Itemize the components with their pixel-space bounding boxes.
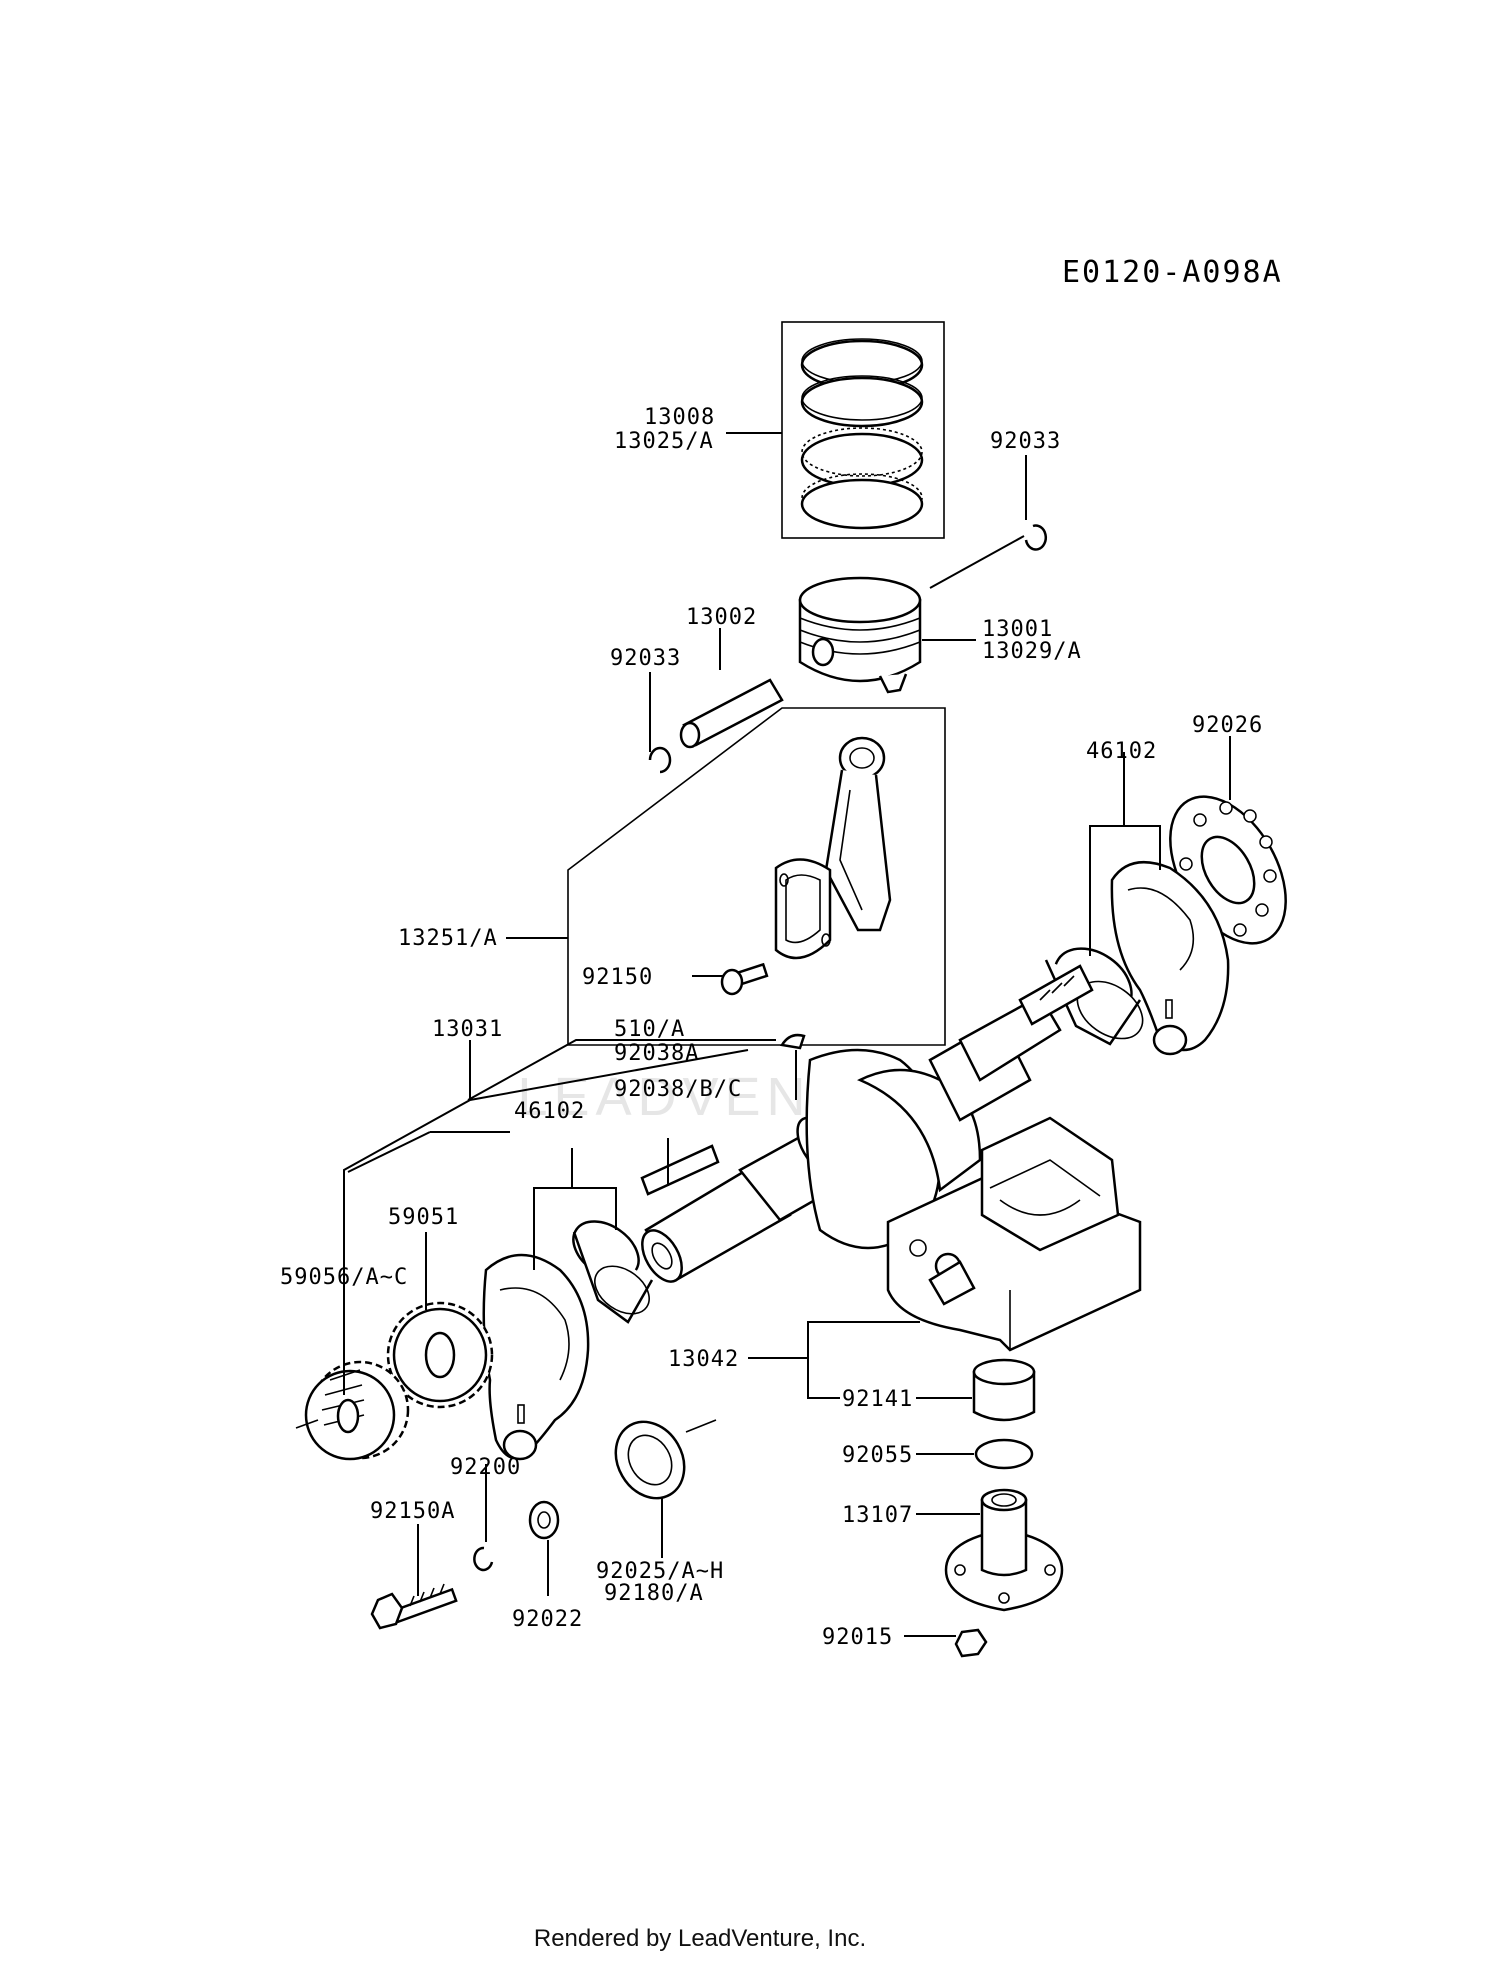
clip-92200[interactable]: [473, 1546, 494, 1572]
label-92038a[interactable]: 92038A: [614, 1041, 699, 1066]
label-13107[interactable]: 13107: [842, 1503, 913, 1528]
washer-92022[interactable]: [528, 1500, 560, 1540]
gear-59056[interactable]: [295, 1360, 410, 1461]
label-92141[interactable]: 92141: [842, 1387, 913, 1412]
nut-92015[interactable]: [954, 1628, 988, 1658]
label-92033-left[interactable]: 92033: [610, 646, 681, 671]
label-13025[interactable]: 13025/A: [614, 429, 714, 454]
bolt-92150a[interactable]: [370, 1583, 458, 1630]
label-13008[interactable]: 13008: [644, 405, 715, 430]
rod-bolt[interactable]: [720, 962, 769, 996]
label-92026[interactable]: 92026: [1192, 713, 1263, 738]
label-92033-top[interactable]: 92033: [990, 429, 1061, 454]
label-13031[interactable]: 13031: [432, 1017, 503, 1042]
bearing-cover-right[interactable]: [1110, 860, 1230, 1056]
gear-59051[interactable]: [386, 1301, 494, 1409]
piston-pin[interactable]: [679, 678, 784, 749]
label-46102-left[interactable]: 46102: [514, 1099, 585, 1124]
label-59056[interactable]: 59056/A~C: [280, 1265, 408, 1290]
part-labels: 13008 13025/A 92033 13002 13001 13029/A …: [280, 405, 1263, 1650]
mount-housing[interactable]: [886, 1116, 1142, 1352]
o-ring-92055[interactable]: [974, 1438, 1034, 1470]
piston-pin-clip-right[interactable]: [1024, 524, 1048, 551]
label-13029[interactable]: 13029/A: [982, 639, 1082, 664]
leader-lines: [343, 432, 1231, 1637]
bearing-left[interactable]: [563, 1210, 658, 1324]
bushing-92141[interactable]: [972, 1358, 1036, 1422]
label-92200[interactable]: 92200: [450, 1455, 521, 1480]
footer-text: Rendered by LeadVenture, Inc.: [534, 1925, 866, 1952]
label-92015[interactable]: 92015: [822, 1625, 893, 1650]
connecting-rod-assembly[interactable]: [567, 707, 946, 1046]
label-13042[interactable]: 13042: [668, 1347, 739, 1372]
label-92022[interactable]: 92022: [512, 1607, 583, 1632]
piston-ring-set[interactable]: [781, 321, 945, 539]
label-510[interactable]: 510/A: [614, 1017, 685, 1042]
label-13251[interactable]: 13251/A: [398, 926, 498, 951]
bearing-cover-left[interactable]: [482, 1253, 590, 1461]
label-92180[interactable]: 92180/A: [604, 1581, 704, 1606]
label-92025[interactable]: 92025/A~H: [596, 1559, 724, 1584]
piston-pin-clip-left[interactable]: [648, 746, 672, 774]
label-13002[interactable]: 13002: [686, 605, 757, 630]
woodruff-key-510[interactable]: [779, 1033, 806, 1050]
piston[interactable]: [798, 576, 922, 694]
label-59051[interactable]: 59051: [388, 1205, 459, 1230]
label-92038bc[interactable]: 92038/B/C: [614, 1077, 742, 1102]
crankshaft[interactable]: [634, 964, 1094, 1288]
label-13001[interactable]: 13001: [982, 617, 1053, 642]
diagram-code: E0120-A098A: [1062, 255, 1283, 290]
shim-92025[interactable]: [602, 1409, 717, 1510]
key-92038[interactable]: [640, 1144, 720, 1196]
label-92055[interactable]: 92055: [842, 1443, 913, 1468]
label-92150a[interactable]: 92150A: [370, 1499, 455, 1524]
label-46102-right[interactable]: 46102: [1086, 739, 1157, 764]
label-92150[interactable]: 92150: [582, 965, 653, 990]
flange-shaft-13107[interactable]: [944, 1488, 1064, 1612]
